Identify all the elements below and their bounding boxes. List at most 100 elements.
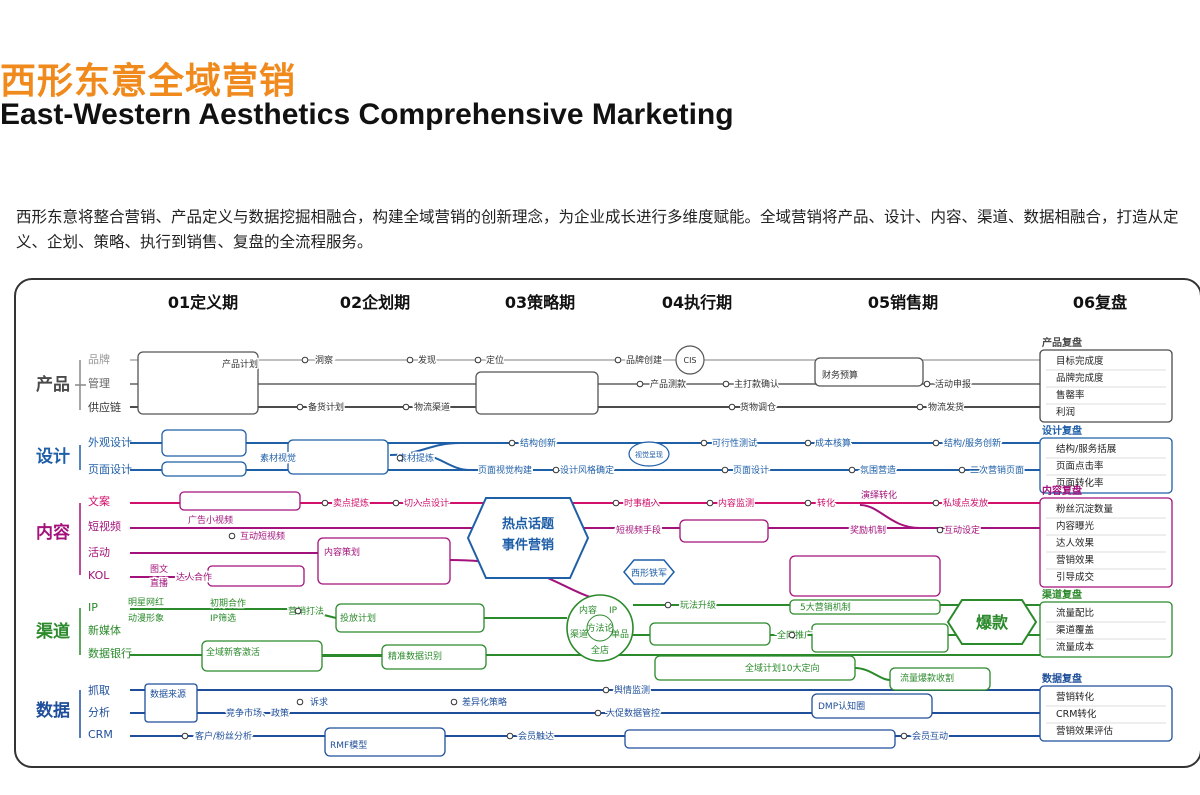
- box-rmf: [324, 727, 446, 757]
- node-ch3: 营销打法: [288, 605, 324, 617]
- node-c_ad: 广告小视频: [188, 514, 233, 526]
- box-ch-mech: [789, 599, 941, 615]
- node-da3: 竞争市场、政策: [226, 707, 289, 719]
- node-d11: 二次营销页面: [970, 464, 1024, 476]
- node-d6: 结构/服务创新: [944, 437, 1001, 449]
- node-c3: 时事植入: [624, 497, 660, 509]
- hex-explosive-label: 爆款: [976, 613, 1009, 632]
- row-design: 设计: [36, 446, 70, 467]
- sub-crm: CRM: [88, 728, 113, 741]
- node-dot: [664, 601, 672, 609]
- node-p5: 产品测款: [650, 378, 686, 390]
- node-d1: 素材视觉: [260, 452, 296, 464]
- node-d9: 页面设计: [733, 464, 769, 476]
- review-box-3: [1039, 601, 1173, 658]
- review-title-3: 渠道复盘: [1041, 588, 1082, 601]
- sub-kol: KOL: [88, 569, 110, 582]
- sub-management: 管理: [88, 376, 110, 390]
- node-dot: [506, 732, 514, 740]
- review-box-2: [1039, 497, 1173, 588]
- sub-analysis: 分析: [88, 705, 110, 719]
- node-ch1: 初期合作: [210, 597, 246, 609]
- node-c_interact: 互动短视频: [240, 530, 285, 542]
- node-dot: [392, 499, 400, 507]
- sub-newmedia: 新媒体: [88, 623, 121, 637]
- node-d7: 页面视觉构建: [478, 464, 532, 476]
- box-live-plan: [789, 555, 941, 597]
- node-c8: 奖励机制: [850, 524, 886, 536]
- node-d5: 成本核算: [815, 437, 851, 449]
- review-item: 引导成交: [1056, 571, 1095, 583]
- row-product: 产品: [36, 374, 70, 395]
- node-c4: 内容监测: [718, 497, 754, 509]
- row-data: 数据: [36, 700, 70, 721]
- review-item: 页面转化率: [1056, 477, 1104, 489]
- row-content: 内容: [36, 522, 70, 543]
- node-da7: RMF模型: [330, 740, 367, 751]
- node-da6: 客户/粉丝分析: [195, 730, 252, 742]
- box-data-source: [144, 683, 198, 723]
- node-c9: 互动设定: [944, 524, 980, 536]
- sub-ip: IP: [88, 601, 98, 614]
- node-dot: [450, 698, 458, 706]
- box-content-plan: [317, 537, 451, 585]
- node-dot: [612, 499, 620, 507]
- node-dot: [594, 709, 602, 717]
- review-item: 页面点击率: [1056, 460, 1104, 472]
- edge-curve: [389, 442, 461, 456]
- review-item: 内容曝光: [1056, 520, 1095, 532]
- review-item: CRM转化: [1056, 708, 1097, 720]
- phase-06: 06复盘: [1073, 293, 1127, 312]
- method-channel: 渠道: [570, 628, 588, 640]
- node-da1: 诉求: [310, 696, 328, 708]
- node-da8: 会员触达: [518, 730, 554, 742]
- box-ch-harvest: [889, 667, 991, 691]
- node-d8: 设计风格确定: [560, 464, 614, 476]
- node-p9: 物流渠道: [414, 401, 450, 413]
- node-dot: [916, 403, 924, 411]
- review-title-0: 产品复盘: [1042, 336, 1082, 349]
- node-dot: [636, 380, 644, 388]
- box-design-3: [287, 439, 389, 475]
- hex-event-label: 事件营销: [502, 537, 554, 553]
- method-inner: [586, 614, 614, 642]
- node-da10: DMP认知圈: [818, 700, 865, 712]
- node-ch8: 精准数据识别: [388, 650, 442, 662]
- vision-label: 视觉呈现: [635, 450, 663, 459]
- node-c5: 转化: [817, 497, 835, 509]
- sub-video: 短视频: [88, 519, 121, 533]
- review-item: 品牌完成度: [1056, 372, 1104, 384]
- review-item: 流量成本: [1056, 641, 1095, 653]
- node-ch4: 投放计划: [340, 612, 376, 624]
- node-c1: 卖点提炼: [333, 497, 369, 509]
- node-ch_ip2: 动漫形象: [128, 612, 164, 624]
- node-ch9: 全域新客激活: [206, 646, 260, 658]
- node-c6: 私域点发放: [943, 497, 988, 509]
- node-p8: 备货计划: [308, 401, 344, 413]
- node-p7: 活动申报: [935, 378, 971, 390]
- method-ip: IP: [609, 606, 618, 616]
- hexagon-explosive: [946, 599, 1038, 645]
- review-item: 渠道覆盖: [1056, 624, 1095, 636]
- sub-crawl: 抓取: [88, 683, 110, 697]
- node-d4: 可行性测试: [712, 437, 757, 449]
- node-c_live: 直播: [150, 577, 168, 589]
- intro-text: 西形东意将整合营销、产品定义与数据挖掘相融合，构建全域营销的创新理念，为企业成长…: [16, 208, 1179, 251]
- edge-curve: [859, 504, 921, 529]
- node-ch11: 流量爆款收割: [900, 672, 954, 684]
- node-dot: [402, 403, 410, 411]
- node-dot: [406, 356, 414, 364]
- review-item: 粉丝沉淀数量: [1056, 503, 1114, 515]
- phase-01: 01定义期: [168, 293, 238, 312]
- node-c10: 短视频手段: [616, 524, 661, 536]
- node-dot: [228, 532, 236, 540]
- phase-04: 04执行期: [662, 293, 732, 312]
- review-item: 达人效果: [1056, 537, 1095, 549]
- box-launch-plan: [335, 603, 485, 633]
- box-design-1: [161, 429, 247, 457]
- review-box-1: [1039, 437, 1173, 494]
- review-title-4: 数据复盘: [1042, 672, 1082, 685]
- box-ch-precision: [381, 644, 487, 670]
- node-p10: 货物调仓: [740, 401, 776, 413]
